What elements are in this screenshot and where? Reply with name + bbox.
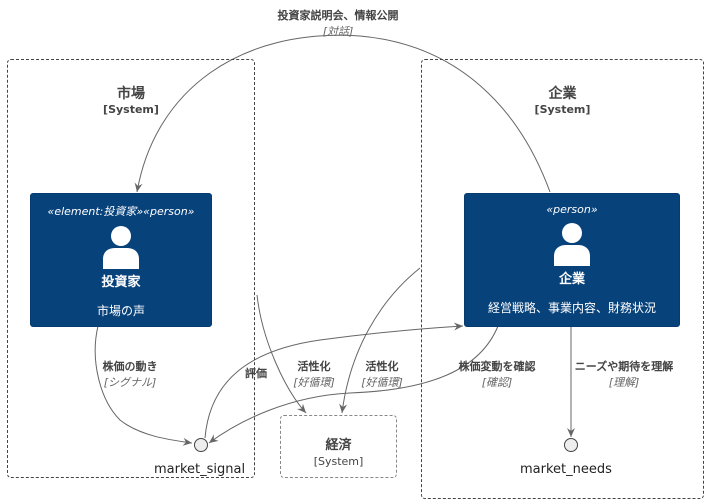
economy-system[interactable]: 経済 [System]: [280, 415, 397, 478]
investor-stereotype: «element:投資家»«person»: [47, 205, 195, 218]
market-boundary: 市場 [System]: [7, 59, 255, 478]
company-boundary-name: 企業: [548, 86, 577, 102]
label-briefing: 投資家説明会、情報公開 [対話]: [258, 7, 418, 39]
label-activate-1-tech: [好循環]: [293, 376, 335, 389]
edge-activate-2: [339, 267, 421, 414]
label-needs: ニーズや期待を理解 [理解]: [568, 358, 680, 390]
market-boundary-title: 市場 [System]: [8, 83, 254, 116]
label-briefing-tech: [対話]: [322, 25, 354, 38]
person-icon: [554, 223, 590, 266]
edge-activate-1: [256, 294, 307, 414]
label-needs-text: ニーズや期待を理解: [574, 360, 674, 373]
market-signal-label: market_signal: [154, 462, 246, 477]
edge-confirm: [208, 325, 499, 444]
label-needs-tech: [理解]: [608, 376, 640, 389]
label-price-move-text: 株価の動き: [102, 360, 158, 373]
label-activate-2-text: 活性化: [365, 360, 399, 373]
market-needs-label: market_needs: [520, 462, 612, 477]
label-activate-2: 活性化 [好循環]: [354, 358, 410, 390]
market-needs-node: [564, 438, 578, 452]
company-description: 経営戦略、事業内容、財務状況: [487, 301, 656, 315]
label-activate-1-text: 活性化: [297, 360, 331, 373]
label-evaluation: 評価: [238, 365, 274, 381]
company-boundary-title: 企業 [System]: [422, 83, 703, 116]
label-evaluation-text: 評価: [245, 367, 267, 380]
investor-person[interactable]: «element:投資家»«person» 投資家 市場の声: [30, 193, 212, 327]
edge-evaluation: [204, 322, 464, 439]
market-boundary-name: 市場: [117, 86, 145, 102]
label-confirm-tech: [確認]: [481, 376, 513, 389]
label-price-move: 株価の動き [シグナル]: [90, 358, 170, 390]
market-signal-node: [194, 438, 208, 452]
company-stereotype: «person»: [546, 203, 598, 216]
label-briefing-text: 投資家説明会、情報公開: [277, 9, 399, 22]
market-boundary-type: [System]: [103, 103, 159, 116]
company-person[interactable]: «person» 企業 経営戦略、事業内容、財務状況: [464, 193, 680, 327]
label-confirm-text: 株価変動を確認: [458, 360, 536, 373]
edge-price-move: [94, 325, 193, 446]
label-activate-1: 活性化 [好循環]: [286, 358, 342, 390]
investor-description: 市場の声: [96, 304, 145, 318]
edge-briefing: [134, 34, 551, 193]
label-activate-2-tech: [好循環]: [361, 376, 403, 389]
economy-type: [System]: [313, 455, 364, 468]
person-icon: [103, 226, 139, 269]
investor-name: 投資家: [101, 275, 141, 290]
label-price-move-tech: [シグナル]: [103, 376, 157, 389]
company-boundary-type: [System]: [534, 103, 591, 116]
company-name: 企業: [558, 272, 585, 287]
company-boundary: 企業 [System]: [421, 59, 704, 499]
label-confirm: 株価変動を確認 [確認]: [452, 358, 542, 390]
economy-name: 経済: [325, 438, 352, 453]
